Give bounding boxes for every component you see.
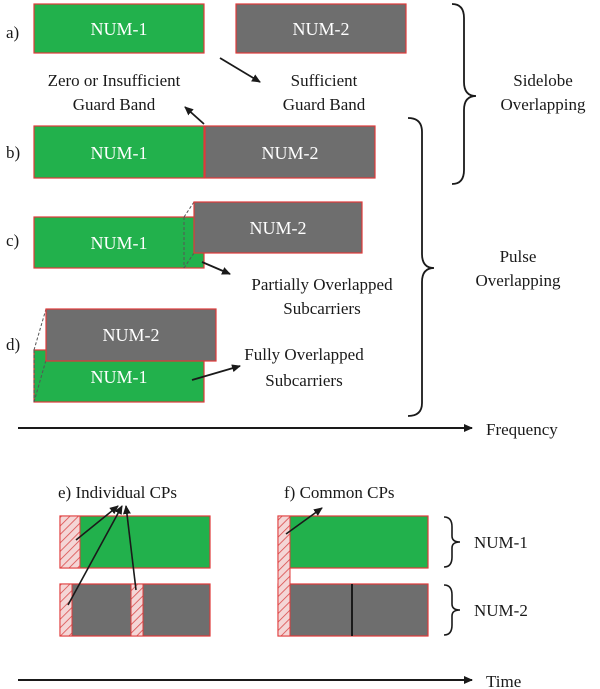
arrow-zero-guard: [184, 106, 205, 125]
num1-brace: [443, 516, 461, 568]
overlap-dash-d2: [33, 359, 47, 403]
row-label-b: b): [6, 143, 20, 162]
f-arrow: [285, 507, 323, 535]
num1-label-d: NUM-1: [91, 367, 148, 387]
num1-block-c: [33, 216, 205, 269]
zero-guard-label-2: Guard Band: [73, 95, 156, 114]
e-arrow-2: [67, 505, 123, 606]
num2-label-a: NUM-2: [293, 19, 350, 39]
num2-label-d: NUM-2: [103, 325, 160, 345]
row-label-c: c): [6, 231, 19, 250]
sufficient-guard-label-1: Sufficient: [291, 71, 358, 90]
row-label-d: d): [6, 335, 20, 354]
arrow-partial: [201, 261, 231, 275]
overlap-dash-c2: [183, 252, 195, 269]
num2-block-c: [193, 201, 363, 254]
partial-overlap-label-2: Subcarriers: [283, 299, 360, 318]
pulse-label-2: Overlapping: [476, 271, 561, 290]
sidelobe-brace: [451, 3, 477, 185]
e-num2-cp-2: [130, 583, 144, 637]
arrow-full: [191, 364, 241, 381]
full-overlap-label-1: Fully Overlapped: [244, 345, 364, 364]
e-num2-cp-1: [59, 583, 73, 637]
num1-label-c: NUM-1: [91, 233, 148, 253]
num2-block-d: [45, 308, 217, 362]
zero-guard-label-1: Zero or Insufficient: [48, 71, 181, 90]
frequency-axis-label: Frequency: [486, 420, 558, 439]
pulse-brace: [407, 117, 435, 417]
e-arrow-3: [122, 505, 137, 591]
num1-label-b: NUM-1: [91, 143, 148, 163]
num2-label-c: NUM-2: [250, 218, 307, 238]
e-arrow-1: [75, 505, 119, 541]
arrow-sufficient: [219, 57, 261, 83]
overlap-dash-d3: [33, 308, 47, 351]
sidelobe-label-2: Overlapping: [501, 95, 586, 114]
sidelobe-label-1: Sidelobe: [513, 71, 573, 90]
cp-num1-label: NUM-1: [474, 533, 528, 552]
f-common-cp: [277, 515, 291, 637]
num1-label-a: NUM-1: [91, 19, 148, 39]
sufficient-guard-label-2: Guard Band: [283, 95, 366, 114]
num2-block-b: [204, 125, 376, 179]
e-num1-cp: [59, 515, 81, 569]
pulse-label-1: Pulse: [500, 247, 537, 266]
f-num1-block: [277, 515, 429, 569]
partial-overlap-label-1: Partially Overlapped: [251, 275, 393, 294]
num1-block-a: [33, 3, 205, 54]
e-num1-block: [59, 515, 211, 569]
cp-num2-label: NUM-2: [474, 601, 528, 620]
full-overlap-label-2: Subcarriers: [265, 371, 342, 390]
num2-block-a: [235, 3, 407, 54]
num2-label-b: NUM-2: [262, 143, 319, 163]
row-label-a: a): [6, 23, 19, 42]
num2-brace: [443, 584, 461, 636]
time-axis-label: Time: [486, 672, 521, 689]
overlap-dash-c1: [183, 201, 195, 218]
common-cp-title: f) Common CPs: [284, 483, 395, 502]
individual-cp-title: e) Individual CPs: [58, 483, 177, 502]
num1-block-b: [33, 125, 205, 179]
